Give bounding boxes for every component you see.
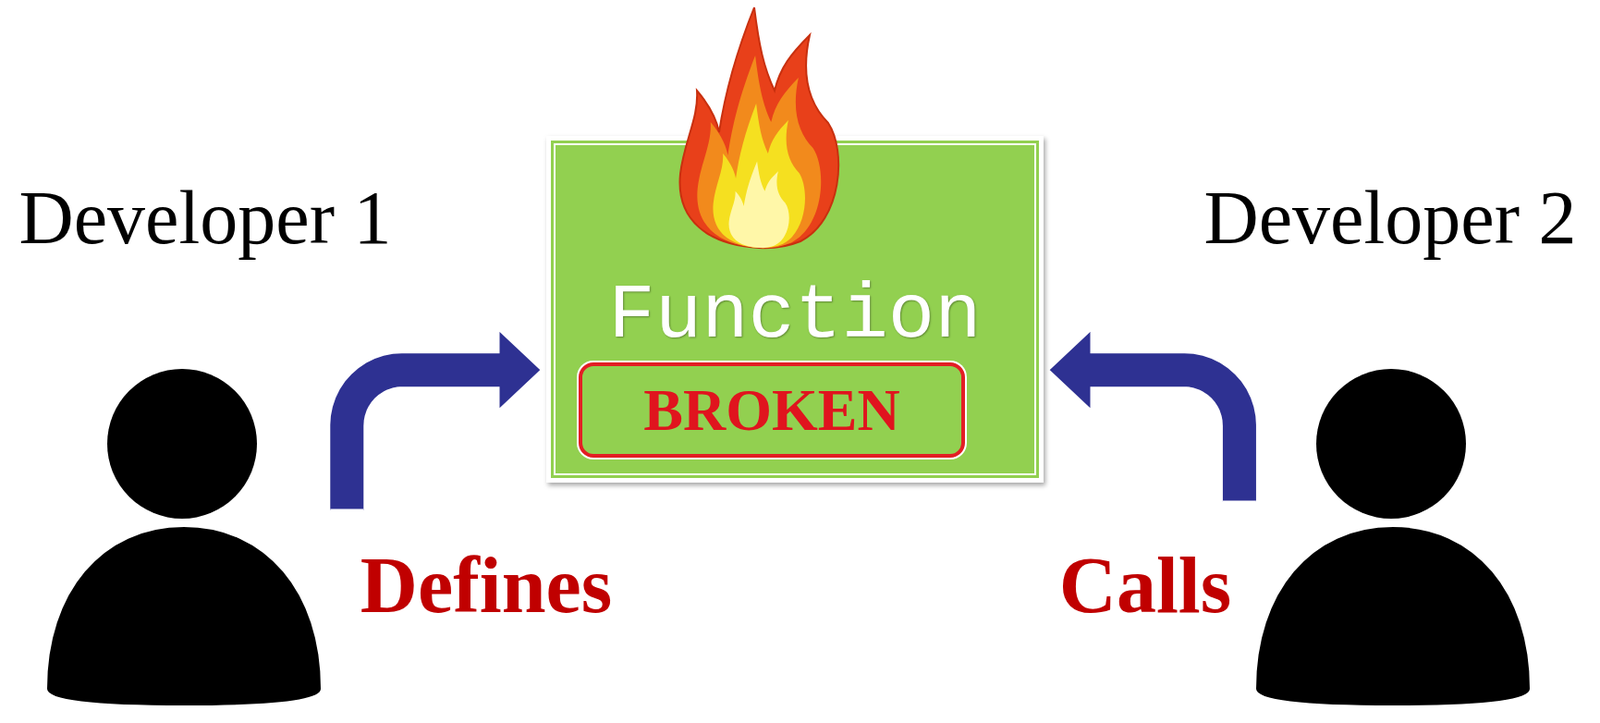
person-head <box>107 368 257 519</box>
flame-icon <box>671 2 847 253</box>
person-head <box>1316 368 1466 519</box>
arrow-tail-edge <box>1222 500 1257 504</box>
person-body <box>1255 525 1531 707</box>
arrow-outline <box>346 369 501 511</box>
function-box: FunctionBROKEN <box>546 135 1044 483</box>
curved-arrow <box>1046 326 1257 502</box>
curved-arrow <box>329 326 544 511</box>
arrow-tail-edge <box>329 509 364 513</box>
arrow-shaft <box>346 369 501 511</box>
person-icon <box>46 368 322 707</box>
developer-block: Developer 1 <box>11 170 400 511</box>
flame-core <box>729 160 790 248</box>
arrow-head <box>1046 326 1093 414</box>
edge-label-holder: Calls <box>1059 545 1232 625</box>
edge-label-holder: Defines <box>360 545 612 625</box>
flame-middle <box>696 55 821 248</box>
node-text: Developer 2 <box>1204 180 1577 257</box>
edge-label: Calls <box>1059 545 1232 625</box>
flame-outer <box>680 7 840 248</box>
edge-label: Defines <box>360 545 612 625</box>
status-box: BROKEN <box>578 362 965 458</box>
node-text: Developer 1 <box>19 180 392 257</box>
arrow-shaft <box>1088 369 1240 502</box>
arrow-head <box>497 326 544 414</box>
arrow-outline <box>1088 369 1240 502</box>
person-body <box>46 525 322 707</box>
person-icon <box>1255 368 1531 707</box>
node-text: Function <box>550 277 1039 355</box>
flame-inner <box>712 103 806 248</box>
node-text: BROKEN <box>643 380 900 440</box>
developer-block: Developer 2 <box>1192 170 1588 502</box>
